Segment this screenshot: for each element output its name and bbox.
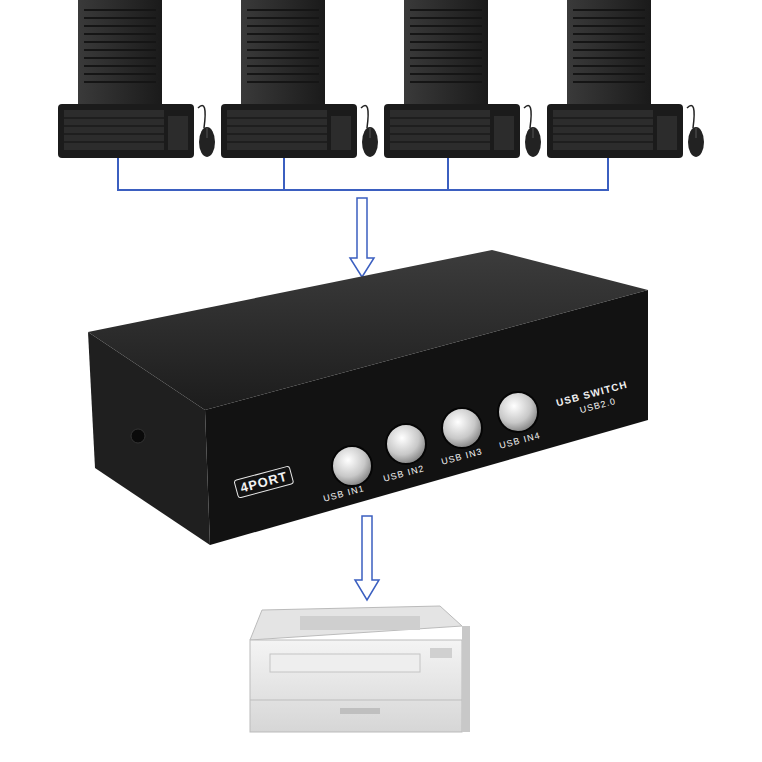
- stage: 4PORTUSB IN1USB IN2USB IN3USB IN4USB SWI…: [0, 0, 762, 762]
- illustration: [0, 0, 762, 762]
